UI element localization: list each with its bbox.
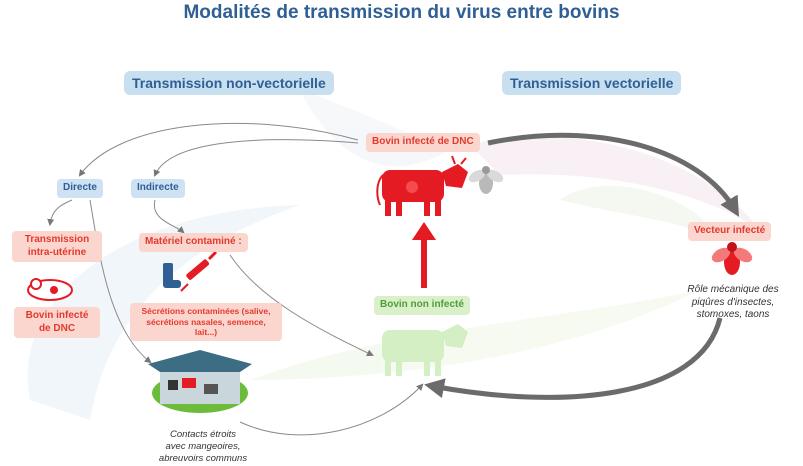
caption-vector-role-line1: Rôle mécanique des bbox=[687, 284, 779, 295]
caption-contacts-line3: abreuvoirs communs bbox=[158, 452, 248, 464]
label-intra-uterine-line2: intra-utérine bbox=[27, 246, 87, 258]
red-cow-icon bbox=[376, 155, 468, 216]
section-non-vector: Transmission non-vectorielle bbox=[124, 71, 334, 95]
label-uninfected-bovine: Bovin non infecté bbox=[374, 296, 470, 315]
gray-fly-icon bbox=[468, 166, 504, 194]
red-up-arrow bbox=[412, 222, 436, 288]
barn-with-cattle-icon bbox=[148, 350, 252, 413]
label-infected-calf: Bovin infecté de DNC bbox=[14, 307, 100, 338]
label-secretions-line1: Sécrétions contaminées (salive, bbox=[141, 306, 271, 316]
caption-vector-role: Rôle mécanique des piqûres d'insectes, s… bbox=[668, 284, 798, 322]
connector-arrows bbox=[47, 122, 424, 436]
label-infected-vector: Vecteur infecté bbox=[688, 222, 772, 241]
label-direct: Directe bbox=[57, 179, 103, 198]
caption-contacts-line1: Contacts étroits bbox=[170, 429, 236, 440]
vector-arrows bbox=[424, 132, 740, 400]
caption-contacts: Contacts étroits avec mangeoires, abreuv… bbox=[138, 429, 268, 465]
caption-contacts-line2: avec mangeoires, bbox=[165, 440, 241, 452]
label-contaminated-material: Matériel contaminé : bbox=[139, 233, 248, 252]
red-fly-icon bbox=[711, 242, 753, 275]
arrow-infected-to-direct bbox=[78, 122, 359, 177]
label-secretions-line3: lait...) bbox=[194, 327, 218, 338]
arrow-infected-to-indirect bbox=[153, 139, 359, 177]
arrow-contacts-to-uninfected bbox=[239, 383, 424, 436]
green-cow-icon bbox=[382, 324, 468, 376]
blue-boot-icon bbox=[163, 263, 181, 288]
section-vector: Transmission vectorielle bbox=[502, 71, 682, 95]
arrow-infected-to-vector bbox=[487, 132, 740, 217]
infected-calf-icon bbox=[27, 278, 73, 301]
arrow-material-to-uninfected bbox=[229, 254, 374, 357]
label-intra-uterine-line1: Transmission bbox=[24, 234, 90, 245]
label-secretions-line2: sécrétions nasales, semence, bbox=[146, 316, 266, 327]
caption-vector-role-line2: piqûres d'insectes, bbox=[691, 296, 775, 308]
label-indirect: Indirecte bbox=[131, 179, 185, 198]
arrow-vector-to-uninfected bbox=[424, 317, 723, 400]
page-title: Modalités de transmission du virus entre… bbox=[183, 2, 620, 23]
red-syringe-icon bbox=[180, 250, 218, 292]
arrow-direct-to-intrauterine bbox=[47, 199, 73, 227]
label-intra-uterine: Transmission intra-utérine bbox=[12, 231, 102, 262]
label-infected-calf-line2: de DNC bbox=[38, 322, 76, 334]
arrow-indirect-to-material bbox=[153, 199, 185, 234]
arrow-direct-to-barn bbox=[89, 199, 152, 364]
caption-vector-role-line3: stomoxes, taons bbox=[696, 309, 770, 320]
label-secretions: Sécrétions contaminées (salive, sécrétio… bbox=[130, 303, 282, 341]
label-infected-bovine: Bovin infecté de DNC bbox=[366, 133, 480, 152]
label-infected-calf-line1: Bovin infecté bbox=[25, 310, 89, 321]
